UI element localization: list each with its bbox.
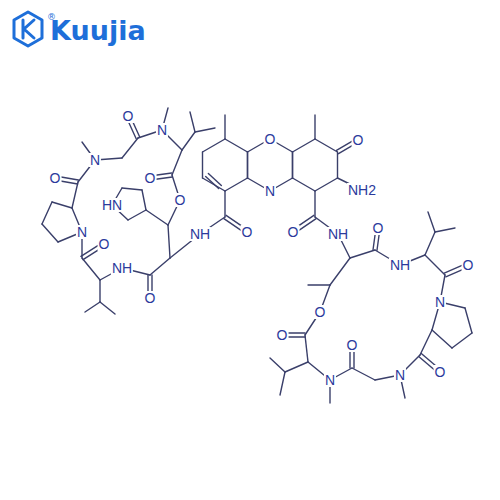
atom-label: O [352,133,365,147]
bond-line [168,225,170,258]
atom-label: NH [111,261,133,275]
atom-label: O [264,132,277,146]
registered-mark: ® [47,12,56,22]
bond-line [292,152,293,178]
logo-k-mark [23,20,34,38]
bond-line [315,178,338,191]
bond-line [314,115,315,139]
bond-line [224,191,225,217]
bond-line [182,132,195,150]
atom-label: NH2 [347,183,377,197]
bond-line [293,178,316,191]
bond-line [452,333,472,348]
bond-line [465,308,472,333]
bond-line [100,302,115,314]
bond-line [308,284,330,285]
atom-label: O [372,221,385,235]
atom-label: O [49,171,62,185]
bond-line [247,152,248,178]
atom-label: NH [327,227,349,241]
atom-label: NH [389,258,411,272]
bond-line [128,210,146,220]
bond-line [146,210,168,225]
atom-label: HN [101,198,123,212]
atom-label: O [144,171,157,185]
bond-line [350,250,375,258]
bond-line [52,202,72,208]
bond-line [337,152,338,178]
atom-label: N [156,123,168,137]
bond-line [208,174,221,186]
bond-line [224,115,225,139]
atom-label: N [394,368,406,382]
atom-label: O [346,338,359,352]
bond-line [85,302,100,312]
bond-line [172,150,182,175]
bond-line [122,138,138,158]
bond-line [315,139,338,152]
bond-line [72,182,78,208]
atom-label: O [144,291,157,305]
bond-line [425,232,435,255]
bond-line [270,358,285,372]
bond-line [352,368,375,380]
bond-line [202,152,203,178]
bond-line [425,255,445,275]
bond-line [82,258,100,280]
bond-line [305,335,308,362]
bond-line [225,178,248,191]
bond-line [122,188,142,190]
bond-line [292,152,293,178]
atom-label: NH [189,227,211,241]
atom-label: O [174,193,187,207]
atom-label: O [122,109,135,123]
atom-label: N [434,295,446,309]
bond-line [280,372,285,395]
bond-line [142,190,146,210]
bond-line [150,258,170,275]
atom-label: N [264,184,276,198]
bond-line [225,139,248,152]
bond-line [190,112,195,132]
atom-label: O [462,258,475,272]
watermark-brand: Kuujia [50,16,146,46]
atom-label: O [276,328,289,342]
atom-label: N [324,373,336,387]
bond-line [435,228,455,232]
bond-line [195,128,215,132]
bond-line [203,139,226,152]
atom-label: O [434,365,447,379]
bond-line [432,330,452,348]
bond-line [206,176,219,188]
atom-label: N [89,153,101,167]
bond-line [285,362,308,372]
atom-label: O [98,237,111,251]
atom-label: N [76,225,88,239]
bond-line [42,224,58,242]
logo-hexagon [14,12,42,46]
bond-line [428,212,435,232]
atom-label: O [314,305,327,319]
bond-line [420,330,432,355]
bond-line [293,139,316,152]
atom-label: O [287,225,300,239]
bond-line [330,258,350,285]
bond-line [42,202,52,224]
bond-line [314,191,315,217]
atom-label: O [241,225,254,239]
bond-line [99,280,100,302]
bond-line [247,152,248,178]
